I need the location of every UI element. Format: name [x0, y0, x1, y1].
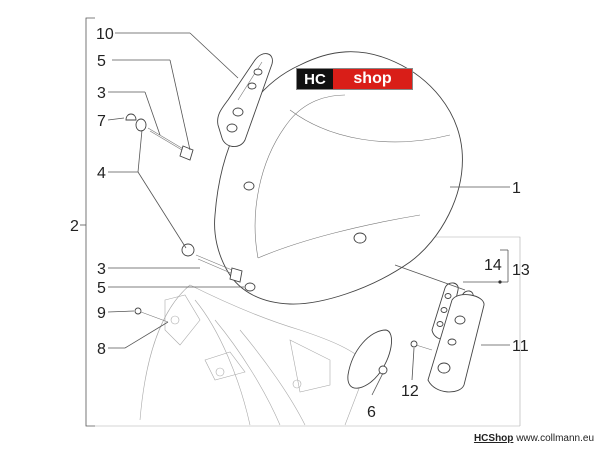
logo-shop: shop — [333, 69, 412, 89]
footer-brand: HCShop — [473, 433, 514, 444]
label-14: 14 — [484, 257, 502, 274]
front-fairing — [139, 284, 369, 426]
label-1: 1 — [512, 180, 521, 197]
label-5-lower: 5 — [97, 280, 106, 297]
leader-lines — [107, 32, 510, 396]
label-9: 9 — [97, 305, 106, 322]
lower-fasteners — [181, 243, 256, 292]
label-5-upper: 5 — [97, 53, 106, 70]
screw-9 — [134, 307, 169, 323]
footer-credit: HCShop www.collmann.eu — [474, 433, 594, 444]
windscreen — [214, 51, 463, 305]
label-2: 2 — [70, 218, 79, 235]
label-8: 8 — [97, 341, 106, 358]
logo-hc: HC — [297, 69, 333, 89]
label-10: 10 — [96, 26, 114, 43]
label-13: 13 — [512, 262, 530, 279]
upper-fasteners — [125, 113, 194, 161]
trim-disc — [347, 329, 393, 389]
hc-shop-logo: HC shop — [296, 68, 413, 90]
label-3-lower: 3 — [97, 261, 106, 278]
lower-bracket-assembly — [410, 282, 485, 393]
label-6: 6 — [367, 404, 376, 421]
assembly-bracket-2 — [85, 17, 95, 427]
frame-right — [425, 236, 521, 426]
upper-bracket — [217, 53, 273, 147]
label-12: 12 — [401, 383, 419, 400]
label-7: 7 — [97, 113, 106, 130]
label-4: 4 — [97, 165, 106, 182]
label-3-upper: 3 — [97, 85, 106, 102]
footer-url: www.collmann.eu — [516, 433, 594, 444]
label-11: 11 — [512, 338, 529, 355]
